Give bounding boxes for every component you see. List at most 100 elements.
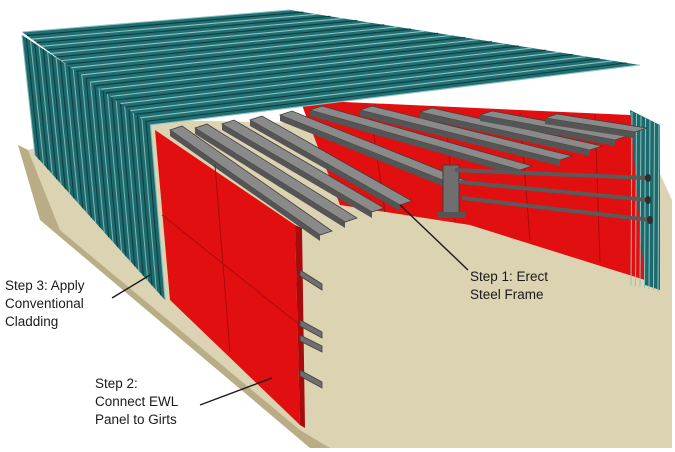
wall-rib — [106, 91, 123, 252]
wall-rib — [42, 49, 58, 180]
wall-rib — [94, 83, 110, 238]
steel-frame-beams — [169, 105, 648, 241]
roof-rib — [140, 60, 614, 119]
wall-rib — [85, 77, 101, 228]
roof-rib — [31, 13, 317, 40]
roof-rib — [115, 49, 546, 101]
roof-rib — [85, 36, 466, 80]
leader-step1 — [399, 204, 469, 271]
roof-beam-web — [310, 110, 520, 176]
roof-rib — [56, 24, 385, 58]
wall-rib — [132, 108, 149, 281]
roof-rib — [21, 9, 291, 33]
wall-rib — [111, 94, 127, 257]
roof-beam-web — [195, 128, 345, 228]
wall-rib — [123, 102, 140, 272]
roof-beam-web — [360, 110, 560, 166]
wall-rib — [149, 119, 166, 301]
roof-rib — [26, 11, 304, 37]
roof-rib — [125, 53, 573, 108]
girt-stub — [299, 269, 323, 291]
roof-beam-web — [545, 118, 635, 138]
wall-rib — [648, 119, 651, 290]
roof-beam-web — [280, 115, 455, 191]
roof-rib — [95, 41, 492, 87]
roof-rib — [66, 28, 412, 65]
roof-beam-web — [250, 120, 400, 211]
wall-rib — [21, 34, 36, 156]
girt-stub — [299, 319, 323, 339]
roof-rib — [110, 47, 533, 97]
wall-rib — [140, 114, 157, 291]
wall-rib — [644, 117, 646, 289]
roof-rib — [145, 62, 627, 122]
wall-rib — [128, 105, 144, 276]
girt-stub — [299, 334, 323, 353]
wall-rib — [89, 80, 105, 233]
wall-rib — [653, 121, 655, 291]
wall-rib — [119, 100, 136, 267]
roof-rib — [81, 34, 452, 76]
ewl-panel-seam-h1 — [161, 214, 298, 324]
roof-rib — [130, 55, 587, 112]
wall-girts — [454, 168, 653, 224]
roof-rib — [76, 32, 439, 72]
roof-rib — [51, 22, 371, 55]
roof-rib — [71, 30, 425, 69]
roof-rib — [149, 64, 641, 126]
girt-stubs — [299, 269, 323, 389]
callout-step1: Step 1: Erect Steel Frame — [470, 269, 549, 302]
wall-rib — [64, 63, 79, 204]
wall-rib — [34, 43, 49, 170]
wall-rib — [30, 40, 45, 165]
leader-step2 — [199, 377, 273, 406]
column-base-plate — [437, 212, 465, 218]
roof-rib — [46, 20, 358, 51]
roof-rib — [135, 58, 600, 115]
wall-rib — [38, 46, 53, 175]
roof-beam-web — [420, 112, 590, 156]
roof-rib — [36, 15, 331, 44]
wall-rib — [115, 97, 131, 262]
roof-beam-web — [480, 115, 615, 146]
roof-beam-web — [222, 124, 372, 218]
roof-rib — [105, 45, 519, 94]
wall-rib — [47, 51, 62, 185]
leader-step3 — [111, 274, 151, 299]
wall-rib — [76, 71, 92, 218]
roof-rib — [100, 43, 506, 90]
callout-step3: Step 3: Apply Conventional Cladding — [5, 278, 85, 329]
left-wall — [22, 35, 165, 300]
girt — [454, 168, 649, 180]
roof-ribs — [21, 9, 641, 126]
wall-rib — [145, 117, 162, 296]
wall-rib — [102, 88, 118, 247]
girt — [459, 180, 649, 202]
wall-rib — [657, 123, 660, 292]
wall-rib — [81, 74, 97, 223]
wall-rib — [51, 54, 66, 189]
girt-stub — [299, 369, 323, 389]
left-wall-ribs — [21, 34, 166, 301]
wall-rib — [639, 115, 642, 288]
roof-rib — [61, 26, 398, 62]
roof-rib — [90, 39, 479, 83]
girt-end — [647, 216, 653, 224]
wall-rib — [55, 57, 71, 194]
wall-rib — [59, 60, 75, 199]
girt — [461, 196, 651, 222]
roof-rib — [120, 51, 560, 105]
callout-step2: Step 2: Connect EWL Panel to Girts — [95, 376, 179, 427]
wall-rib — [72, 68, 88, 214]
wall-rib — [98, 85, 114, 243]
steel-column — [442, 164, 460, 218]
ewl-panel-seam-v — [214, 164, 231, 353]
girt-end — [645, 174, 651, 182]
roof-rib — [41, 17, 344, 47]
roof-beam — [358, 105, 574, 161]
wall-rib — [25, 37, 40, 160]
wall-rib — [68, 66, 84, 209]
ewl-panel — [155, 130, 300, 425]
